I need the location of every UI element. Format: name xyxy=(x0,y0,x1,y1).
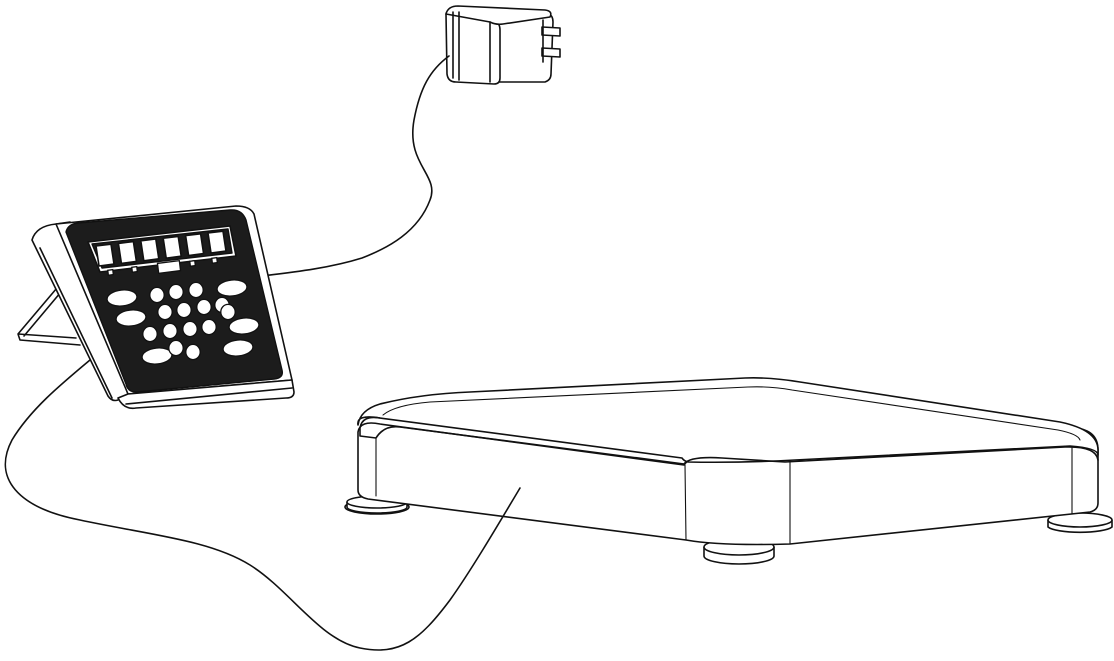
plug-prongs xyxy=(541,19,561,63)
round-key[interactable] xyxy=(149,286,165,304)
round-key[interactable] xyxy=(182,320,198,338)
round-key[interactable] xyxy=(196,298,212,316)
round-key[interactable] xyxy=(220,303,236,321)
display-digits xyxy=(95,230,227,267)
display-digit-cell xyxy=(207,230,227,254)
platform-cable xyxy=(4,359,521,651)
display-digit-cell xyxy=(184,233,205,257)
logo-plate xyxy=(156,259,182,275)
round-key[interactable] xyxy=(176,301,192,319)
ac-adapter xyxy=(445,5,561,85)
round-key[interactable] xyxy=(162,322,178,340)
adapter-cable xyxy=(261,55,450,277)
round-key[interactable] xyxy=(168,339,184,357)
display-digit-cell xyxy=(140,238,160,262)
keypad xyxy=(106,278,260,365)
display-digit-cell xyxy=(95,243,115,267)
round-key[interactable] xyxy=(188,281,204,299)
display-digit-cell xyxy=(162,235,182,259)
display-indicator xyxy=(31,205,295,410)
oval-key[interactable] xyxy=(106,288,138,307)
display-digit-cell xyxy=(117,240,138,265)
oval-key[interactable] xyxy=(222,338,254,357)
weighing-platform xyxy=(344,377,1113,565)
status-indicators xyxy=(107,256,219,276)
round-key[interactable] xyxy=(157,303,173,321)
round-key[interactable] xyxy=(201,318,217,336)
oval-key[interactable] xyxy=(115,308,147,327)
oval-key[interactable] xyxy=(216,278,248,297)
round-key[interactable] xyxy=(185,343,201,361)
round-key[interactable] xyxy=(142,325,158,343)
round-key[interactable] xyxy=(168,283,184,301)
oval-key[interactable] xyxy=(228,316,260,335)
lcd-display xyxy=(87,225,237,273)
